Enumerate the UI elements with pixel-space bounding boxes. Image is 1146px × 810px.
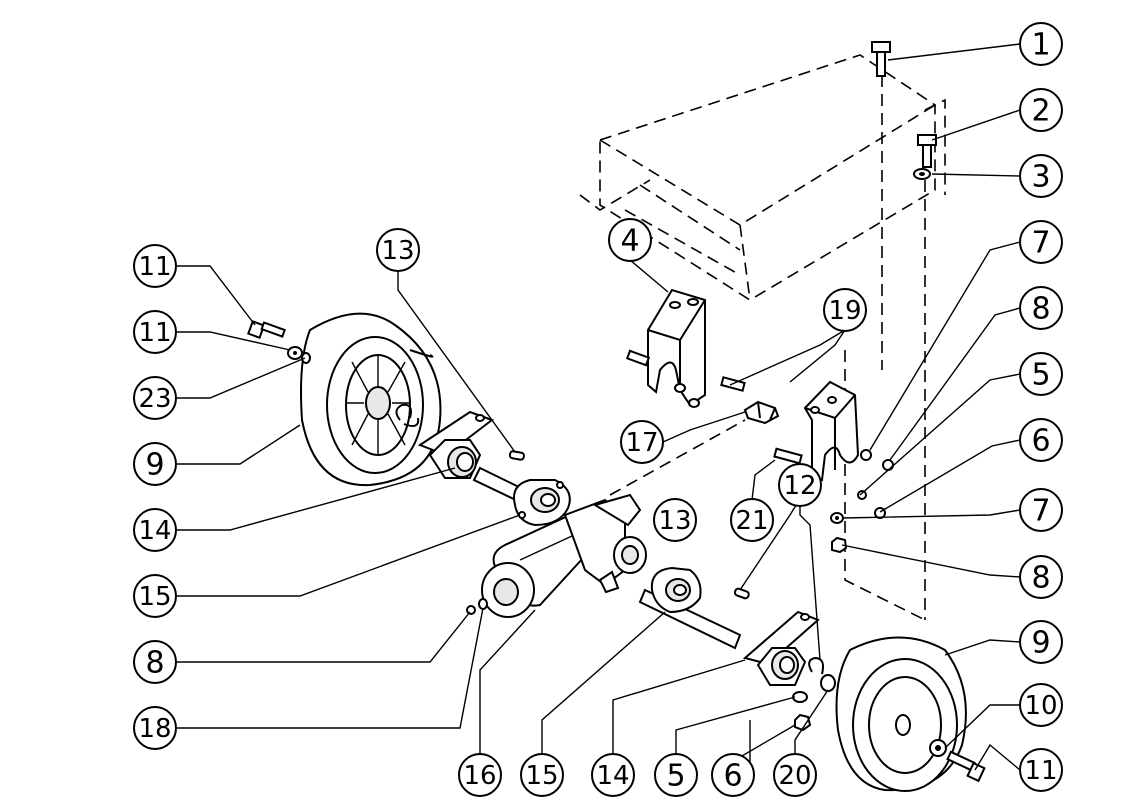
callout-label: 2 [1031,94,1050,129]
callout-label: 1 [1031,28,1050,63]
callout-11-left-upper: 11 [133,244,177,288]
box-bolt [917,134,937,168]
callout-label: 13 [381,236,414,266]
callout-label: 15 [138,582,171,612]
right-pillow-block [742,610,820,732]
callout-6-bottom: 6 [711,753,755,797]
callout-5-bottom: 5 [654,753,698,797]
drive-motor [481,493,647,618]
callout-8-lower: 8 [1019,555,1063,599]
callout-1: 1 [1019,22,1063,66]
left-pillow-block [417,410,495,479]
callout-label: 11 [138,252,171,282]
top-bolt [871,41,891,77]
box-washer [913,168,931,180]
callout-13-upper: 13 [376,228,420,272]
callout-15-bottom: 15 [520,753,564,797]
callout-label: 6 [1031,424,1050,459]
callout-label: 14 [596,761,629,791]
callout-17: 17 [620,420,664,464]
callout-label: 12 [783,471,816,501]
callout-label: 5 [1031,358,1050,393]
callout-label: 7 [1031,226,1050,261]
callout-9-left: 9 [133,442,177,486]
right-wheel-fasteners [929,739,986,783]
left-motor-bracket [625,288,706,408]
left-retaining-clip [395,403,420,427]
callout-label: 14 [138,516,171,546]
left-wheel [300,312,442,487]
callout-label: 20 [778,761,811,791]
callout-label: 23 [138,384,171,414]
callout-label: 17 [625,428,658,458]
callout-6: 6 [1019,418,1063,462]
lower-flange-bearing [650,566,702,614]
motor-hardware [466,598,488,615]
callout-14-bottom: 14 [591,753,635,797]
callout-16: 16 [458,753,502,797]
callout-18: 18 [133,706,177,750]
callout-label: 9 [1031,626,1050,661]
callout-12: 12 [778,463,822,507]
right-motor-bracket [720,376,860,482]
callout-5: 5 [1019,352,1063,396]
callout-label: 9 [145,448,164,483]
callout-8-left: 8 [133,640,177,684]
callout-2: 2 [1019,88,1063,132]
callout-label: 10 [1024,691,1057,721]
callout-label: 3 [1031,160,1050,195]
right-wheel [835,636,967,792]
callout-label: 7 [1031,494,1050,529]
right-hardware [830,449,894,554]
upper-flange-bearing [513,479,571,527]
callout-label: 21 [735,506,768,536]
callout-label: 5 [666,759,685,794]
callout-label: 11 [1024,756,1057,786]
leader-lines [176,43,1021,776]
callout-11-right: 11 [1019,748,1063,792]
callout-9-right: 9 [1019,620,1063,664]
callout-label: 16 [463,761,496,791]
battery-box [579,54,946,301]
callout-8: 8 [1019,286,1063,330]
callout-19: 19 [823,288,867,332]
shaft-keys [508,450,750,600]
callout-7: 7 [1019,220,1063,264]
callout-label: 15 [525,761,558,791]
callout-11-left-lower: 11 [133,310,177,354]
callout-13-lower: 13 [653,498,697,542]
callout-label: 8 [145,646,164,681]
callout-label: 8 [1031,292,1050,327]
left-wheel-fasteners [247,320,311,364]
callout-label: 19 [828,296,861,326]
shaft-clamp [743,400,780,425]
callout-label: 11 [138,318,171,348]
callout-label: 6 [723,759,742,794]
callout-23: 23 [133,376,177,420]
callout-label: 4 [620,224,639,259]
callout-4: 4 [608,218,652,262]
callout-10: 10 [1019,683,1063,727]
callout-21: 21 [730,498,774,542]
callout-15-left: 15 [133,574,177,618]
callout-label: 18 [138,714,171,744]
callout-20: 20 [773,753,817,797]
callout-label: 13 [658,506,691,536]
callout-3: 3 [1019,154,1063,198]
callout-14-left: 14 [133,508,177,552]
callout-label: 8 [1031,561,1050,596]
callout-7-lower: 7 [1019,488,1063,532]
right-retaining-clip [808,656,836,692]
